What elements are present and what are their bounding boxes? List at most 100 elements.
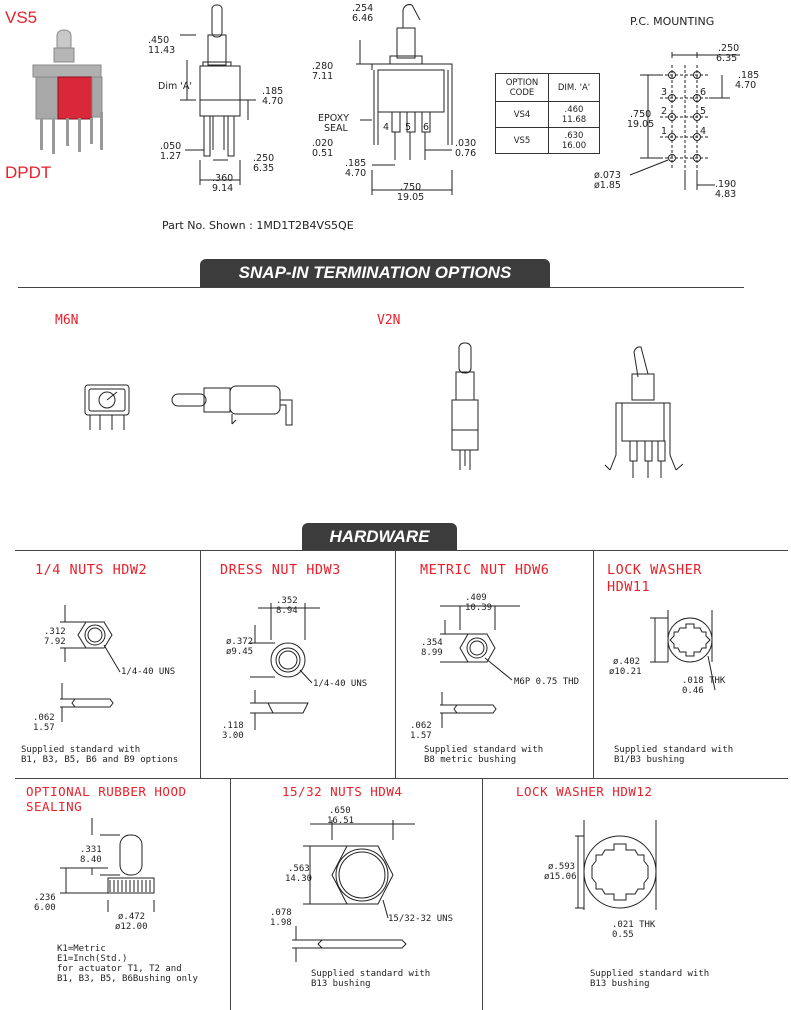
hdw12-title: LOCK WASHER HDW12 <box>516 784 653 799</box>
hdw11-title-1: LOCK WASHER <box>607 562 702 578</box>
pc-dim-185-mm: 4.70 <box>735 80 757 91</box>
seal-label: SEAL <box>324 123 348 134</box>
snap-in-banner: SNAP-IN TERMINATION OPTIONS <box>200 259 550 287</box>
m6n-front-drawing <box>84 384 130 430</box>
hdw4-dim3-mm: 1.98 <box>270 918 292 928</box>
pc-mounting-title: P.C. MOUNTING <box>630 15 715 28</box>
dim-450-mm: 11.43 <box>148 45 176 56</box>
pin-number: 1 <box>661 126 668 137</box>
pin-number: 3 <box>661 87 668 98</box>
dim-050: .050 <box>160 141 182 152</box>
hdw6-title: METRIC NUT HDW6 <box>420 562 550 578</box>
hdw11-dim2-mm: 0.46 <box>682 686 704 696</box>
dim-050-mm: 1.27 <box>160 151 182 162</box>
hdw3-dim1: .352 <box>276 596 298 606</box>
hood-note1: K1=Metric <box>57 944 106 954</box>
hdw6-thread: M6P 0.75 THD <box>514 677 580 687</box>
hdw4-title: 15/32 NUTS HDW4 <box>282 784 403 799</box>
hood-dim3-mm: ø12.00 <box>115 922 148 932</box>
hdw12-dim1: ø.593 <box>548 862 576 872</box>
pc-dim-073-mm: ø1.85 <box>594 180 621 191</box>
hdw6-dim1-mm: 10.39 <box>465 603 493 613</box>
hdw2-nut-drawing <box>60 605 121 722</box>
option-code-header: OPTION CODE <box>495 73 549 102</box>
dim-a-label: Dim 'A' <box>158 81 192 92</box>
cell-divider <box>593 550 594 778</box>
hdw2-title: 1/4 NUTS HDW2 <box>35 562 148 578</box>
m6n-label: M6N <box>55 313 79 328</box>
dim-250: .250 <box>253 153 275 164</box>
dim-side-185-mm: 4.70 <box>345 168 367 179</box>
dim-020-mm: 0.51 <box>312 148 334 159</box>
hdw3-dim3: .118 <box>222 721 244 731</box>
type-label: DPDT <box>5 163 52 182</box>
hood-note3: for actuator T1, T2 and <box>57 964 182 974</box>
hdw4-nut-drawing <box>292 820 415 962</box>
hdw3-title: DRESS NUT HDW3 <box>220 562 341 578</box>
hood-dim2: .236 <box>34 893 56 903</box>
dim-280-mm: 7.11 <box>312 71 334 82</box>
hdw11-dim1: ø.402 <box>613 657 641 667</box>
hdw12-dim2: .021 THK <box>612 920 656 930</box>
hdw2-dim1-mm: 7.92 <box>44 637 66 647</box>
hdw6-dim2: .354 <box>421 638 443 648</box>
pc-dim-073: ø.073 <box>594 170 621 181</box>
hdw2-dim2: .062 <box>33 713 55 723</box>
hood-title-1: OPTIONAL RUBBER HOOD <box>26 784 187 799</box>
hood-dim1: .331 <box>80 845 102 855</box>
hdw12-dim1-mm: ø15.06 <box>544 872 577 882</box>
part-number-label: Part No. Shown : 1MD1T2B4VS5QE <box>162 219 354 232</box>
dim-030-mm: 0.76 <box>455 148 477 159</box>
hood-dim3: ø.472 <box>118 912 146 922</box>
pin-number: 5 <box>700 106 707 117</box>
v2n-label: V2N <box>377 313 401 328</box>
hdw11-title-2: HDW11 <box>607 579 651 595</box>
dim-450: .450 <box>148 35 170 46</box>
hdw4-note2: B13 bushing <box>311 979 371 989</box>
dim-side-185: .185 <box>345 158 367 169</box>
hood-dim1-mm: 8.40 <box>80 855 102 865</box>
dim-250-mm: 6.35 <box>253 163 275 174</box>
hdw2-dim1: .312 <box>44 627 66 637</box>
option-code-cell: VS4 <box>495 101 549 128</box>
hdw3-nut-drawing <box>250 603 320 730</box>
hardware-divider <box>15 550 788 551</box>
hdw2-dim2-mm: 1.57 <box>33 723 55 733</box>
hdw11-dim1-mm: ø10.21 <box>609 667 642 677</box>
pin-4-label: 4 <box>383 122 390 133</box>
dim-750: .750 <box>400 182 422 193</box>
front-view-drawing <box>180 4 256 185</box>
hood-note4: B1, B3, B5, B6Bushing only <box>57 974 198 984</box>
hdw6-dim3-mm: 1.57 <box>410 731 432 741</box>
pin-number: 6 <box>700 87 707 98</box>
hardware-banner: HARDWARE <box>302 523 457 550</box>
hdw6-dim1: .409 <box>465 593 487 603</box>
dim-280: .280 <box>312 61 334 72</box>
hdw2-note2: B1, B3, B5, B6 and B9 options <box>21 755 179 765</box>
v2n-front-drawing <box>451 342 479 470</box>
hdw4-dim3: .078 <box>270 908 292 918</box>
pc-dim-190: .190 <box>715 179 737 190</box>
pc-dim-750: .750 <box>630 109 652 120</box>
cell-divider <box>200 550 201 778</box>
rubber-hood-drawing <box>60 818 155 912</box>
hdw2-thread: 1/4-40 UNS <box>121 667 176 677</box>
pc-dim-250: .250 <box>718 43 740 54</box>
epoxy-label: EPOXY <box>318 113 349 124</box>
dim-360-mm: 9.14 <box>212 183 234 194</box>
hdw12-note1: Supplied standard with <box>590 969 710 979</box>
dim-750-mm: 19.05 <box>397 192 425 203</box>
hdw4-thread: 15/32-32 UNS <box>388 914 454 924</box>
pc-dim-750-mm: 19.05 <box>627 119 655 130</box>
hdw3-dim1-mm: 8.94 <box>276 606 298 616</box>
dim-a-header: DIM. 'A' <box>548 73 600 102</box>
hdw6-dim2-mm: 8.99 <box>421 648 443 658</box>
hdw2-note1: Supplied standard with <box>21 745 141 755</box>
hdw11-dim2: .018 THK <box>682 676 726 686</box>
pc-dim-250-mm: 6.35 <box>716 53 738 64</box>
